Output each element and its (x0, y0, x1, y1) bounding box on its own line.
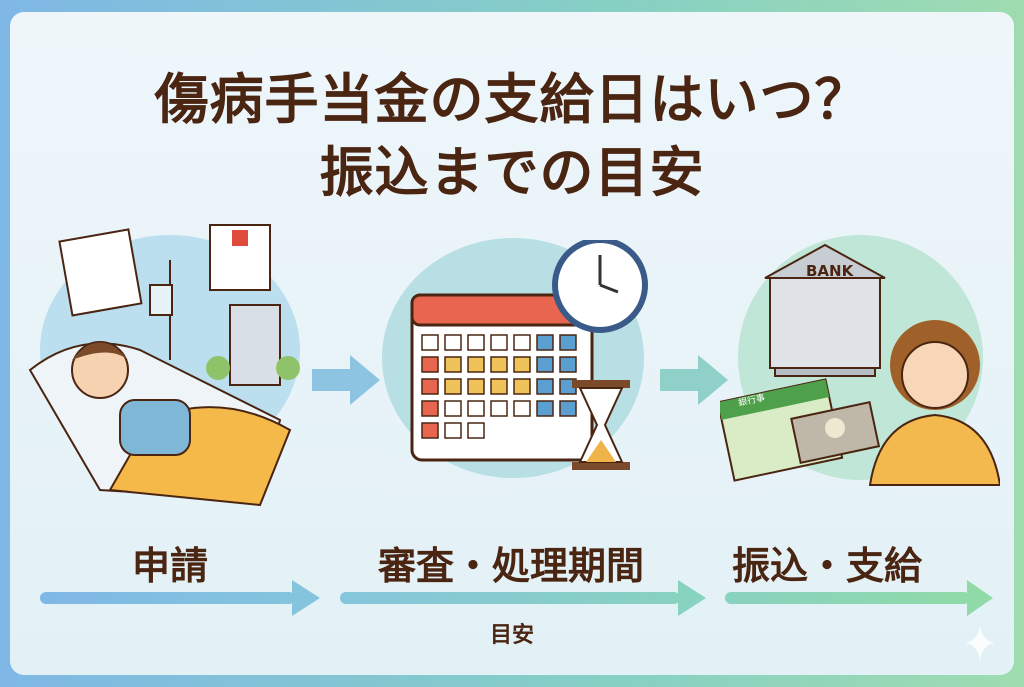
calendar-day-cell (536, 400, 554, 417)
calendar-day-cell (513, 378, 531, 395)
calendar-day-cell (467, 378, 485, 395)
calendar-day-cell (490, 400, 508, 417)
calendar-day-cell (467, 334, 485, 351)
page-title: 傷病手当金の支給日はいつ？ (154, 68, 870, 131)
calendar-day-cell (513, 334, 531, 351)
step-label-apply: 申請 (132, 544, 209, 588)
step-arrow-2 (660, 355, 728, 405)
step-label-payment: 振込・支給 (732, 544, 923, 588)
calendar-day-cell (559, 334, 577, 351)
calendar-day-cell (536, 378, 554, 395)
calendar-day-cell (421, 422, 439, 439)
sick-patient-illustration (28, 224, 300, 507)
timeline-arrow-3 (725, 580, 993, 616)
calendar-day-cell (444, 422, 462, 439)
calendar-day-cell (421, 356, 439, 373)
bank-person-illustration (720, 243, 1000, 486)
calendar-day-cell (467, 422, 485, 439)
calendar-day-cell (421, 334, 439, 351)
calendar-day-cell (536, 334, 554, 351)
calendar-day-cell (513, 356, 531, 373)
calendar-day-cell (444, 378, 462, 395)
timeline-arrow-1 (40, 580, 320, 616)
calendar-day-cell (490, 334, 508, 351)
page-subtitle: 振込までの目安 (319, 141, 705, 204)
calendar-clock-hourglass-illustration (410, 240, 648, 470)
calendar-day-cell (444, 400, 462, 417)
calendar-day-cell (444, 356, 462, 373)
calendar-day-cell (513, 400, 531, 417)
calendar-day-cell (536, 356, 554, 373)
calendar-day-cell (421, 378, 439, 395)
step-arrow-1 (312, 355, 380, 405)
timeline-arrow-2 (340, 580, 706, 616)
calendar-day-cell (467, 356, 485, 373)
calendar-day-cell (559, 400, 577, 417)
calendar-day-cell (490, 356, 508, 373)
step-label-review: 審査・処理期間 (378, 544, 645, 588)
bank-sign: BANK (806, 262, 854, 280)
calendar-day-cell (444, 334, 462, 351)
calendar-day-cell (490, 378, 508, 395)
calendar-day-cell (421, 400, 439, 417)
calendar-day-cell (467, 400, 485, 417)
timeline-note: 目安 (490, 623, 535, 648)
calendar-day-cell (559, 356, 577, 373)
sparkle-icon (965, 625, 995, 661)
